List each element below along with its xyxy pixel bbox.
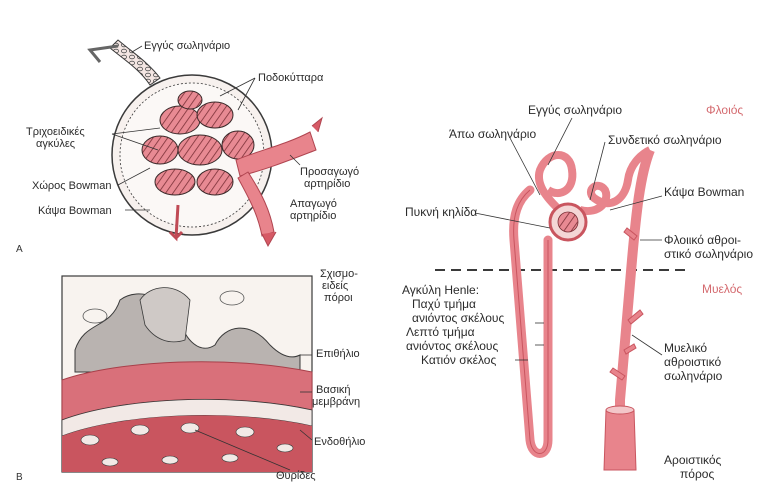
label-macula-densa: Πυκνή κηλίδα	[405, 206, 477, 219]
label-connecting-tubule: Συνδετικό σωληνάριο	[608, 134, 722, 147]
label-endothelium: Ενδοθήλιο	[314, 436, 365, 448]
label-bowman-capsule-c: Κάψα Bowman	[664, 186, 744, 199]
label-bowman-space: Χώρος Bowman	[32, 180, 111, 192]
efferent-arrow	[262, 232, 276, 246]
papillary-duct	[604, 410, 636, 470]
label-medullary-collecting-3: σωληνάριο	[664, 370, 722, 383]
label-cortical-collecting-2: στικό σωληνάριο	[664, 248, 753, 261]
label-proximal-tubule-a: Εγγύς σωληνάριο	[144, 40, 230, 52]
label-capillary-loops-1: Τριχοειδικές	[26, 126, 85, 138]
label-thick-ascending-2: ανιόντος σκέλους	[412, 312, 504, 325]
label-thin-ascending-1: Λεπτό τμήμα	[406, 326, 475, 339]
label-capillary-loops-2: αγκύλες	[36, 138, 75, 150]
label-medullary-collecting-1: Μυελικό	[664, 342, 707, 355]
label-thick-ascending-1: Παχύ τμήμα	[412, 298, 476, 311]
label-efferent-1: Απαγωγό	[290, 198, 337, 210]
loop-of-henle	[514, 190, 548, 454]
label-slit-pores-2: ειδείς	[322, 280, 348, 292]
panel-a-letter: A	[16, 244, 23, 255]
label-afferent-1: Προσαγωγό	[300, 166, 359, 178]
label-slit-pores-1: Σχισμο-	[320, 268, 358, 280]
label-cortical-collecting-1: Φλοιικό αθροι-	[664, 234, 741, 247]
label-basement-2: μεμβράνη	[312, 396, 360, 408]
label-fenestrae: Θυρίδες	[276, 470, 316, 482]
label-efferent-2: αρτηρίδιο	[290, 210, 336, 222]
label-medullary-collecting-2: αθροιστικό	[664, 356, 721, 369]
panel-a-drawing	[90, 40, 322, 246]
panel-b-drawing	[62, 276, 312, 472]
label-basement-1: Βασική	[316, 384, 351, 396]
panel-b-letter: B	[16, 472, 23, 483]
label-papillary-duct-1: Αροιστικός	[664, 454, 721, 467]
label-zone-medulla: Μυελός	[702, 283, 742, 296]
afferent-arrow	[312, 118, 322, 132]
label-slit-pores-3: πόροι	[324, 292, 353, 304]
label-proximal-tubule-c: Εγγύς σωληνάριο	[528, 104, 622, 117]
label-papillary-duct-2: πόρος	[680, 468, 714, 481]
label-distal-tubule: Άπω σωληνάριο	[449, 128, 536, 141]
label-bowman-capsule-a: Κάψα Bowman	[38, 205, 112, 217]
label-epithelium: Επιθήλιο	[316, 348, 360, 360]
label-zone-cortex: Φλοιός	[706, 104, 743, 117]
label-afferent-2: αρτηρίδιο	[304, 178, 350, 190]
label-henle-title: Αγκύλη Henle:	[402, 284, 479, 297]
label-podocytes: Ποδοκύτταρα	[258, 72, 323, 84]
glomerulus-c	[558, 212, 578, 232]
label-descending-limb: Κατιόν σκέλος	[421, 354, 496, 367]
label-thin-ascending-2: ανιόντος σκέλους	[406, 340, 498, 353]
